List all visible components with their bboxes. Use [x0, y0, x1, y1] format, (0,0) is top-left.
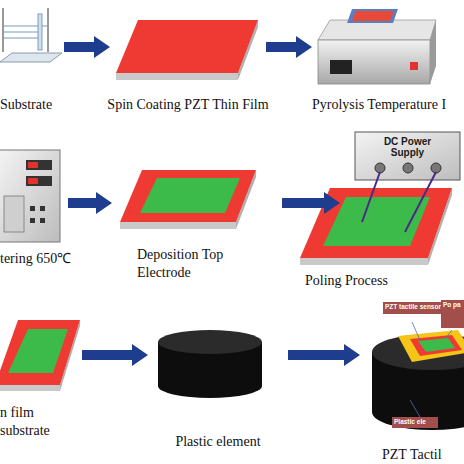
- power-supply-box: DC Power Supply: [355, 132, 460, 180]
- label-tag: Plastic ele: [392, 417, 438, 428]
- block-arrow: [282, 192, 340, 214]
- step-caption: Poling Process: [305, 272, 415, 290]
- block-arrow: [288, 344, 360, 366]
- hotplate-drawing: [318, 9, 436, 84]
- process-step: PZT TactilPZT tactile sensorPo paPlastic…: [360, 300, 464, 410]
- device-label: DC Power Supply: [355, 132, 460, 158]
- process-step: Deposition Top Electrode: [112, 170, 282, 236]
- block-arrow: [82, 344, 148, 366]
- block-arrow: [64, 36, 110, 58]
- tag-text: Po pa: [441, 300, 464, 310]
- process-step: Substrate: [0, 15, 64, 79]
- block-arrow: [68, 192, 112, 214]
- label-tag: Po pa: [441, 300, 464, 328]
- step-caption: Pyrolysis Temperature I: [312, 96, 464, 114]
- block-arrow: [266, 36, 312, 58]
- furnace-drawing: [0, 150, 60, 242]
- step-caption: n film substrate: [0, 404, 60, 440]
- tag-text: Plastic ele: [392, 417, 438, 427]
- film-substrate-drawing: [0, 320, 80, 391]
- step-caption: Deposition Top Electrode: [137, 246, 232, 282]
- beaker-drawing: [0, 8, 62, 62]
- step-caption: Plastic element: [148, 433, 288, 451]
- poling-drawing: [300, 132, 460, 265]
- process-step: Pyrolysis Temperature I: [312, 15, 436, 79]
- step-caption: Substrate: [0, 96, 80, 114]
- tactile-sensor-drawing: [372, 322, 464, 430]
- electrode-plate-drawing: [120, 170, 256, 229]
- tag-text: PZT tactile sensor: [383, 302, 443, 312]
- step-caption: PZT Tactil: [382, 446, 464, 464]
- plastic-cylinder-drawing: [158, 330, 262, 398]
- process-step: tering 650℃: [0, 150, 68, 256]
- coated-plate-drawing: [116, 20, 258, 80]
- label-tag: PZT tactile sensor: [383, 302, 443, 314]
- process-step: Poling ProcessDC Power Supply: [340, 150, 464, 256]
- process-step: Plastic element: [148, 322, 288, 388]
- process-step: Spin Coating PZT Thin Film: [110, 15, 266, 79]
- process-step: n film substrate: [0, 320, 82, 390]
- step-caption: Spin Coating PZT Thin Film: [93, 96, 283, 114]
- step-caption: tering 650℃: [0, 250, 90, 268]
